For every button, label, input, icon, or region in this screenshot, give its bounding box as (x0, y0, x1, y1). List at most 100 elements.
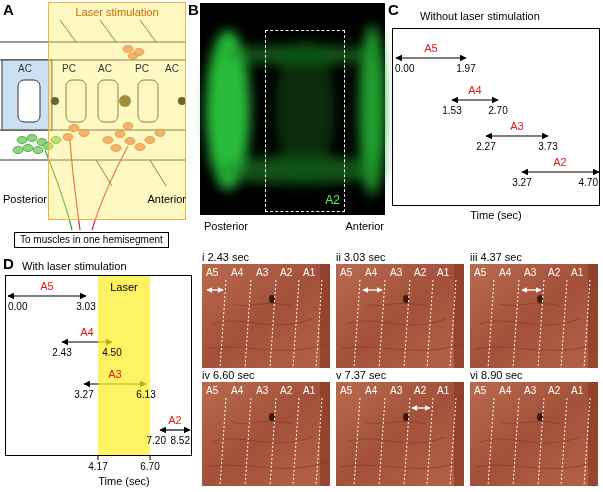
time-value: 6.70 (140, 461, 159, 473)
commissure-label: PC (62, 63, 76, 75)
laser-band: Laser (98, 276, 150, 455)
micrograph-ground (336, 264, 464, 368)
segment-boundary (450, 280, 456, 368)
tissue-texture (341, 421, 461, 468)
segment-boundary (488, 280, 494, 368)
segment-label: A2 (548, 267, 560, 279)
segment-label: A3 (390, 385, 402, 397)
time-value: 1.97 (456, 63, 475, 75)
frame-time: iii 4.37 sec (470, 251, 522, 264)
frame-time: v 7.37 sec (336, 369, 386, 382)
edge-shade (454, 264, 464, 368)
commissure-label: PC (135, 63, 149, 75)
segment-label: A2 (168, 414, 181, 427)
segment-label: A3 (108, 368, 121, 381)
micrograph-image (470, 382, 598, 486)
region-label: Laser stimulation (49, 6, 185, 19)
micrograph-image (336, 264, 464, 368)
time-value: 0.00 (395, 63, 414, 75)
commissure-label: AC (18, 63, 32, 75)
micrograph-ground (202, 382, 330, 486)
time-value: 1.53 (442, 105, 461, 117)
segment-label: A2 (553, 156, 566, 169)
segment-boundary (354, 398, 360, 486)
time-value: 2.43 (52, 347, 71, 359)
time-value: 3.27 (74, 389, 93, 401)
time-value: 3.03 (76, 301, 95, 313)
time-value: 8.52 (171, 435, 190, 447)
axis-direction: Anterior (147, 193, 186, 206)
contraction-arrow (207, 289, 223, 290)
segment-label: A1 (303, 385, 315, 397)
micrograph-image (202, 264, 330, 368)
segment-label: A5 (424, 42, 437, 55)
segment-label: A3 (524, 385, 536, 397)
time-value: 3.27 (512, 177, 531, 189)
segment-label: A2 (325, 194, 340, 208)
edge-shade (454, 382, 464, 486)
segment-label: A4 (499, 267, 511, 279)
segment-label: A1 (437, 267, 449, 279)
axis-direction: Anterior (345, 220, 384, 233)
segment-label: A1 (437, 385, 449, 397)
edge-shade (320, 264, 330, 368)
segment-label: A3 (510, 120, 523, 133)
micrograph-panel: iv 6.60 secA5A4A3A2A1 (202, 382, 330, 486)
micrograph-ground (470, 264, 598, 368)
target-box: To muscles in one hemisegment (14, 232, 169, 248)
segment-label: A3 (390, 267, 402, 279)
time-value: 6.13 (136, 389, 155, 401)
segment-boundary (220, 280, 226, 368)
segment-label: A2 (280, 385, 292, 397)
segment-boundary (316, 398, 322, 486)
segment-boundary (513, 280, 519, 368)
micrograph-panel: i 2.43 secA5A4A3A2A1 (202, 264, 330, 368)
segment-boundary (488, 398, 494, 486)
segment-label: A5 (40, 280, 53, 293)
micrograph-panel: vi 8.90 secA5A4A3A2A1 (470, 382, 598, 486)
edge-shade (588, 382, 598, 486)
segment-boundary (379, 280, 385, 368)
commissure-label: AC (165, 63, 179, 75)
segment-label: A1 (571, 385, 583, 397)
segment-label: A2 (548, 385, 560, 397)
segment-label: A2 (414, 267, 426, 279)
segment-label: A4 (499, 385, 511, 397)
segment-label: A5 (474, 267, 486, 279)
frame-time: iv 6.60 sec (202, 369, 255, 382)
time-value: 2.27 (476, 141, 495, 153)
chart-title: With laser stimulation (22, 260, 127, 273)
frame-time: i 2.43 sec (202, 251, 249, 264)
segment-boundary (293, 398, 299, 486)
segment-label: A2 (414, 385, 426, 397)
edge-shade (588, 264, 598, 368)
time-value: 7.20 (147, 435, 166, 447)
segment-boundary (354, 280, 360, 368)
panel-letter: B (188, 1, 199, 18)
segment-boundary (450, 398, 456, 486)
segment-label: A5 (474, 385, 486, 397)
axis-title: Time (sec) (98, 475, 150, 488)
tissue-texture (207, 303, 327, 350)
segment-label: A4 (365, 385, 377, 397)
segment-boundary (584, 280, 590, 368)
axis-direction: Posterior (3, 193, 47, 206)
frame-time: vi 8.90 sec (470, 369, 523, 382)
micrograph-ground (470, 382, 598, 486)
panel-letter: A (3, 1, 14, 18)
contraction-arrow (412, 407, 430, 408)
micrograph-ground (202, 264, 330, 368)
segment-label: A4 (231, 385, 243, 397)
time-value: 4.17 (88, 461, 107, 473)
segment-boundary (538, 398, 544, 486)
segment-label: A1 (303, 267, 315, 279)
segment-boundary (293, 280, 299, 368)
segment-label: A5 (340, 267, 352, 279)
laser-label: Laser (98, 281, 150, 294)
segment-boundary (561, 398, 567, 486)
tissue-texture (475, 421, 595, 468)
micrograph-panel: iii 4.37 secA5A4A3A2A1 (470, 264, 598, 368)
micrograph-image (470, 264, 598, 368)
time-value: 3.73 (538, 141, 557, 153)
